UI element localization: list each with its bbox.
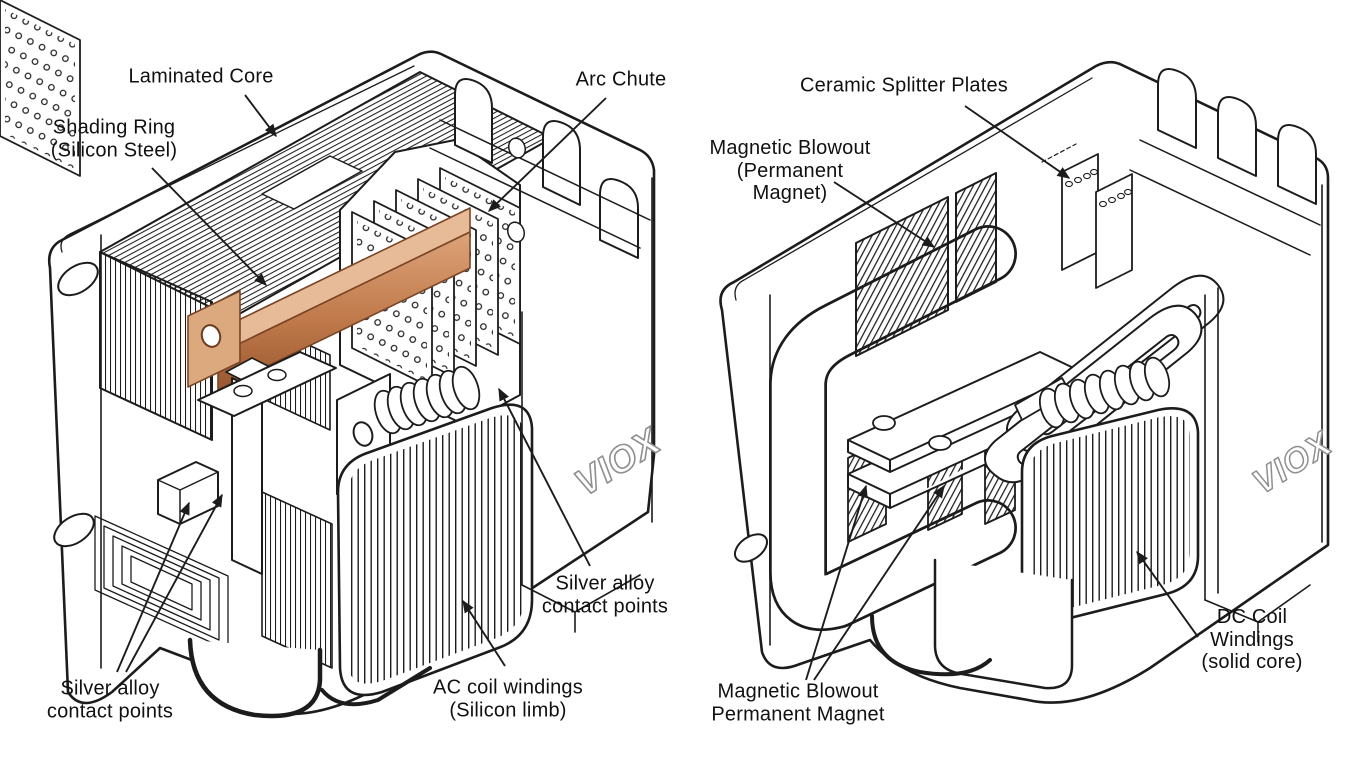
label-arc-chute: Arc Chute: [575, 68, 667, 91]
leader-laminated-core: [244, 94, 277, 138]
leader-ac-coil: [462, 599, 506, 667]
leader-blowout-upper: [833, 181, 936, 248]
mounting-hole-top: [57, 261, 99, 297]
label-magnetic-blowout-lower: Magnetic Blowout Permanent Magnet: [711, 680, 885, 725]
arc-chute-plates: [0, 0, 81, 177]
ceramic-splitter-plates-drawing: [1041, 143, 1133, 289]
label-ceramic-splitter-plates: Ceramic Splitter Plates: [800, 74, 1008, 97]
label-ac-coil-windings: AC coil windings (Silicon limb): [433, 676, 583, 721]
blowout-frame: [769, 225, 1017, 632]
leader-ceramic-plates: [964, 105, 1071, 179]
leader-lines: [116, 94, 1199, 681]
leader-silver-low-1: [116, 501, 190, 673]
ac-coil: [336, 403, 534, 697]
label-laminated-core: Laminated Core: [128, 65, 274, 88]
leader-arc-chute: [488, 97, 607, 212]
label-silver-alloy-low: Silver alloy contact points: [46, 677, 174, 722]
return-spring: [373, 365, 481, 435]
label-magnetic-blowout-upper: Magnetic Blowout (Permanent Magnet): [709, 137, 871, 205]
dc-return-spring: [1038, 356, 1171, 429]
leader-dc-coil: [1136, 550, 1199, 638]
label-silver-alloy-mid: Silver alloy contact points: [541, 572, 669, 617]
leader-blowout-lower-1: [805, 484, 868, 681]
laminated-core-front: [99, 251, 213, 441]
dc-coil: [1020, 407, 1200, 623]
ac-contactor-drawing: VIOX: [0, 0, 670, 719]
mounting-hole-bottom: [53, 512, 95, 548]
front-foot: [187, 637, 323, 719]
terminal-fins: [429, 78, 651, 259]
label-shading-ring: Shading Ring (Silicon Steel): [50, 116, 178, 161]
lamination-stack: [261, 491, 333, 669]
core-notch: [261, 155, 363, 210]
dc-side-panel: [1204, 184, 1323, 643]
dc-terminal-fins: [1129, 68, 1321, 256]
side-panel: [521, 177, 653, 633]
leader-silver-mid: [498, 387, 591, 567]
contact-bridge-bar: [197, 351, 337, 417]
leader-shading-ring: [151, 167, 267, 286]
leader-blowout-lower-2: [813, 484, 945, 681]
leader-silver-low-2: [125, 493, 223, 673]
shading-ring-copper: [187, 207, 471, 391]
label-dc-coil-windings: DC Coil Windings (solid core): [1201, 606, 1303, 674]
mounting-hole-right: [733, 533, 769, 563]
coil-foot: [933, 558, 1074, 690]
